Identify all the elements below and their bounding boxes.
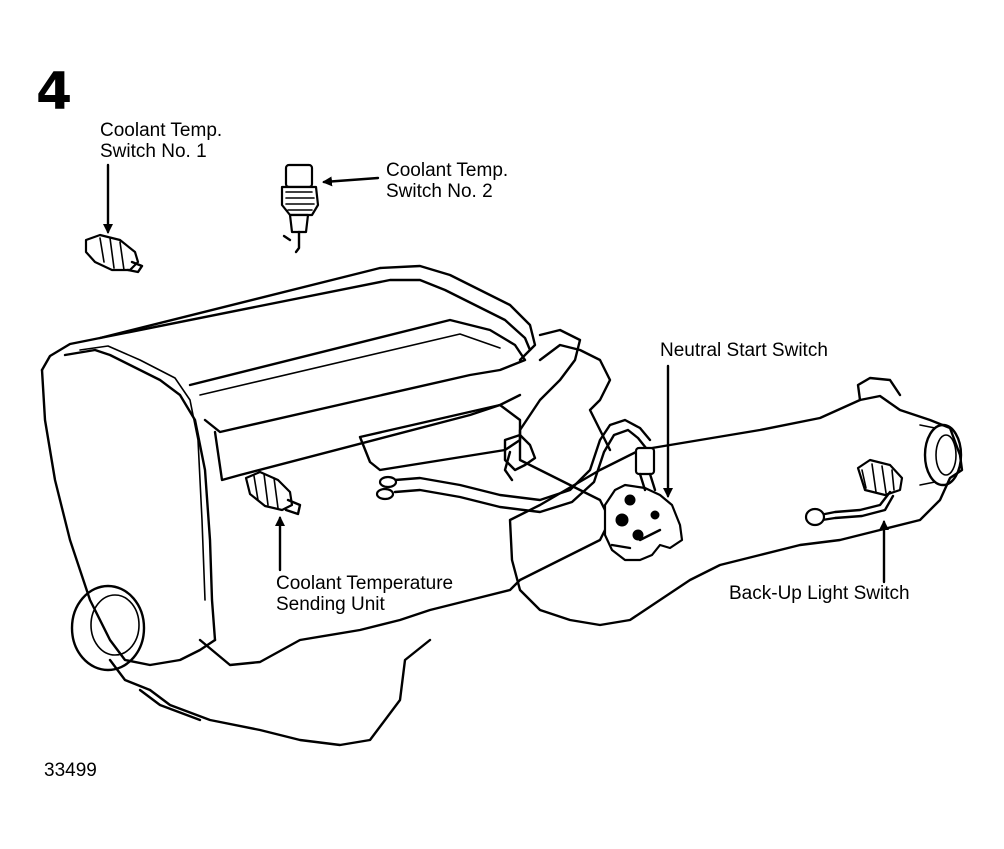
label-line: Switch No. 2 <box>386 181 493 202</box>
label-line: Coolant Temperature <box>276 573 454 594</box>
coolant-switch-1-part <box>84 233 144 274</box>
label-neutral-start-switch: Neutral Start Switch <box>660 340 828 361</box>
label-coolant-switch-2: Coolant Temp. Switch No. 2 <box>386 160 508 202</box>
label-coolant-switch-1: Coolant Temp. Switch No. 1 <box>100 120 222 162</box>
transmission-housing <box>508 343 964 627</box>
coolant-switch-2-part <box>280 163 320 254</box>
label-line: Sending Unit <box>276 594 385 615</box>
neutral-start-switch-part <box>603 446 684 562</box>
wiring-harness <box>375 418 652 514</box>
pointer-arrows <box>103 163 889 584</box>
label-line: Coolant Temp. <box>386 160 509 181</box>
coolant-sending-unit-part <box>244 470 302 516</box>
label-backup-light-switch: Back-Up Light Switch <box>729 583 910 604</box>
label-line: Coolant Temp. <box>100 120 223 141</box>
backup-light-switch-part <box>804 458 904 527</box>
figure-reference-number: 33499 <box>44 760 97 781</box>
label-line: Switch No. 1 <box>100 141 207 162</box>
engine-block <box>40 264 612 747</box>
figure-number: 4 <box>36 62 73 122</box>
label-coolant-sending-unit: Coolant Temperature Sending Unit <box>276 573 453 615</box>
